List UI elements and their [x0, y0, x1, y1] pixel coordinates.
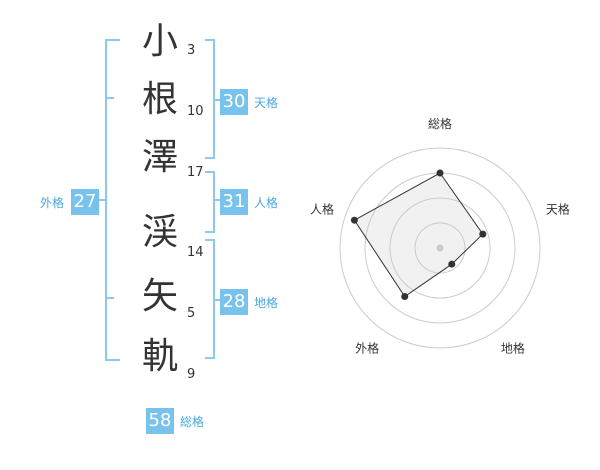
name-char-3: 澤	[141, 137, 178, 178]
radar-point-5	[350, 216, 358, 224]
name-char-5: 矢	[141, 276, 178, 317]
gaikaku-value: 27	[71, 189, 99, 215]
name-char-1: 小	[141, 21, 178, 62]
stroke-count-1: 3	[187, 43, 196, 58]
radar-point-3	[448, 260, 456, 268]
jinkaku-value: 31	[220, 189, 248, 215]
radar-axis-label-3: 地格	[501, 340, 525, 355]
name-char-6: 軌	[141, 336, 178, 377]
radar-axis-label-1: 総格	[428, 116, 452, 131]
radar-axis-label-4: 外格	[355, 340, 379, 355]
radar-polygon	[353, 172, 484, 298]
radar-axis-label-2: 天格	[546, 202, 570, 217]
radar-center	[436, 244, 444, 252]
stroke-count-4: 14	[187, 245, 204, 260]
radar-ring-2	[389, 197, 491, 299]
radar-point-2	[479, 230, 487, 238]
soukaku-value: 58	[146, 408, 174, 434]
stroke-count-6: 9	[187, 367, 196, 382]
tenkaku-value: 30	[220, 89, 248, 115]
stroke-count-2: 10	[187, 104, 204, 119]
radar-ring-4	[339, 147, 541, 349]
radar-ring-1	[414, 222, 466, 274]
radar-axis-label-5: 人格	[310, 202, 334, 217]
gaikaku-bracket	[98, 39, 120, 361]
chikaku-value: 28	[220, 289, 248, 315]
radar-point-4	[401, 293, 409, 301]
stroke-count-3: 17	[187, 165, 204, 180]
soukaku-label: 総格	[180, 415, 205, 429]
gaikaku-label: 外格	[40, 196, 65, 210]
name-char-2: 根	[141, 79, 178, 120]
name-char-4: 渓	[141, 212, 178, 253]
tenkaku-label: 天格	[254, 96, 279, 110]
stroke-count-5: 5	[187, 306, 196, 321]
chikaku-label: 地格	[254, 296, 279, 310]
jinkaku-label: 人格	[254, 196, 279, 210]
radar-point-1	[436, 169, 444, 177]
